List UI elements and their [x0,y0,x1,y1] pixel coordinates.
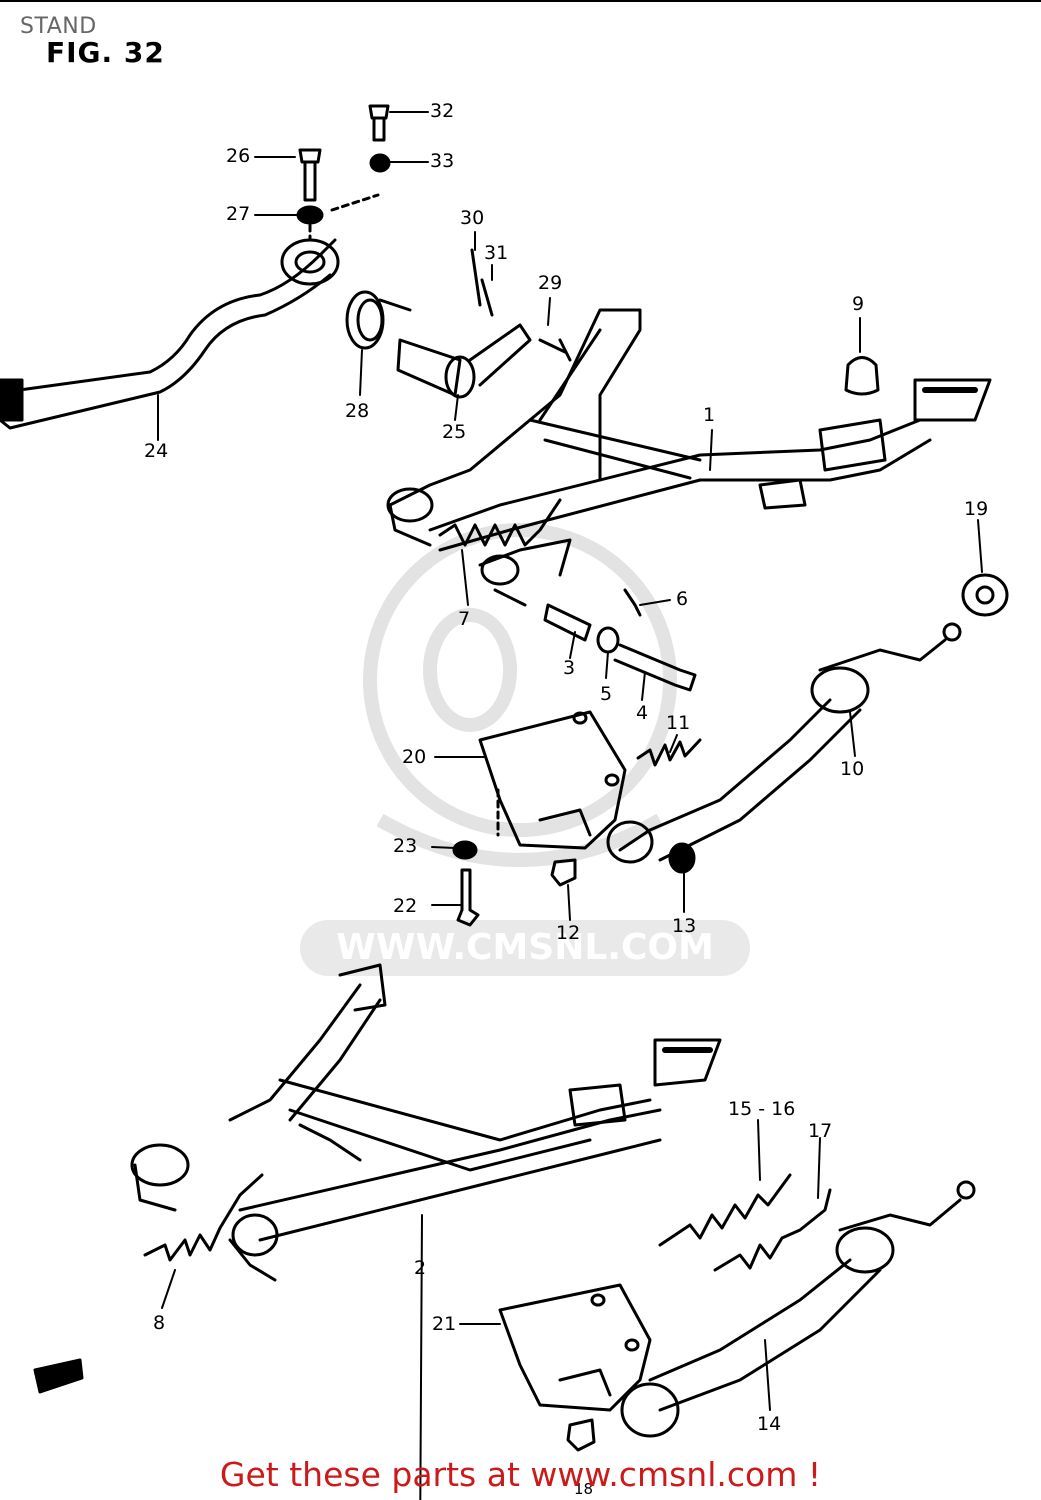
page-title: STAND [20,14,97,39]
label-part-19: 19 [964,498,989,520]
part-15-16-spring [658,1173,792,1247]
part-32-bolt [368,104,390,142]
label-part-14: 14 [757,1413,782,1435]
part-33-nut [369,153,391,173]
part-31-clip [480,278,494,317]
part-23-nut [452,840,478,860]
label-part-29: 29 [538,272,563,294]
label-part-18: 18 [574,1480,594,1498]
label-part-26: 26 [226,145,251,167]
label-part-4: 4 [636,702,649,724]
part-5-washer [596,626,620,654]
label-part-33: 33 [430,150,455,172]
label-part-5: 5 [600,683,613,705]
label-part-27: 27 [226,203,251,225]
part-26-bolt [298,148,322,202]
part-6-pin [623,588,642,617]
label-part-24: 24 [144,440,169,462]
label-part-30: 30 [460,207,485,229]
label-part-2: 2 [414,1257,427,1279]
part-19-grommet [961,573,1009,617]
label-part-9: 9 [852,293,865,315]
label-part-6: 6 [676,588,689,610]
label-part-28: 28 [345,400,370,422]
label-part-31: 31 [484,242,509,264]
part-10-side-stand [606,622,962,864]
part-4-bolt [613,643,697,692]
part-22-bolt [456,868,480,927]
label-part-25: 25 [442,421,467,443]
label-part-23: 23 [393,835,418,857]
part-25-shaft [396,323,532,399]
part-13-nut [668,842,696,874]
label-part-7: 7 [458,608,471,630]
part-21-bracket [498,1283,652,1412]
label-part-20: 20 [402,746,427,768]
label-part-10: 10 [840,758,865,780]
label-part-8: 8 [153,1312,166,1334]
top-rule [0,0,1041,2]
part-3-collar [543,603,592,642]
part-24-brake-pedal [0,238,340,430]
part-20-bracket [478,710,627,850]
label-part-22: 22 [393,895,418,917]
part-27-washer [296,205,324,225]
label-part-3: 3 [563,657,576,679]
label-part-11: 11 [666,712,691,734]
part-7-spring [438,498,562,547]
figure-number: FIG. 32 [46,36,165,69]
part-17-spring [713,1188,832,1272]
label-part-32: 32 [430,100,455,122]
part-9-cap [844,356,880,396]
label-part-15-16: 15 - 16 [728,1098,796,1120]
part-18-bolt [566,1418,596,1452]
part-28-spring [345,290,412,350]
watermark-url: WWW.CMSNL.COM [300,920,750,976]
part-30-pin [470,248,482,307]
part-11-spring [636,738,702,767]
part-8-spring [143,1173,264,1262]
part-2-main-stand-lower [130,963,722,1282]
promo-link[interactable]: Get these parts at www.cmsnl.com ! [219,1455,822,1494]
part-29-bolt [538,338,572,362]
part-12-bolt [550,858,577,887]
label-part-21: 21 [432,1313,457,1335]
front-arrow-icon [33,1358,84,1394]
label-part-1: 1 [703,404,716,426]
label-part-13: 13 [672,915,697,937]
label-part-17: 17 [808,1120,833,1142]
label-part-12: 12 [556,922,581,944]
part-14-side-stand-lower [620,1180,976,1438]
